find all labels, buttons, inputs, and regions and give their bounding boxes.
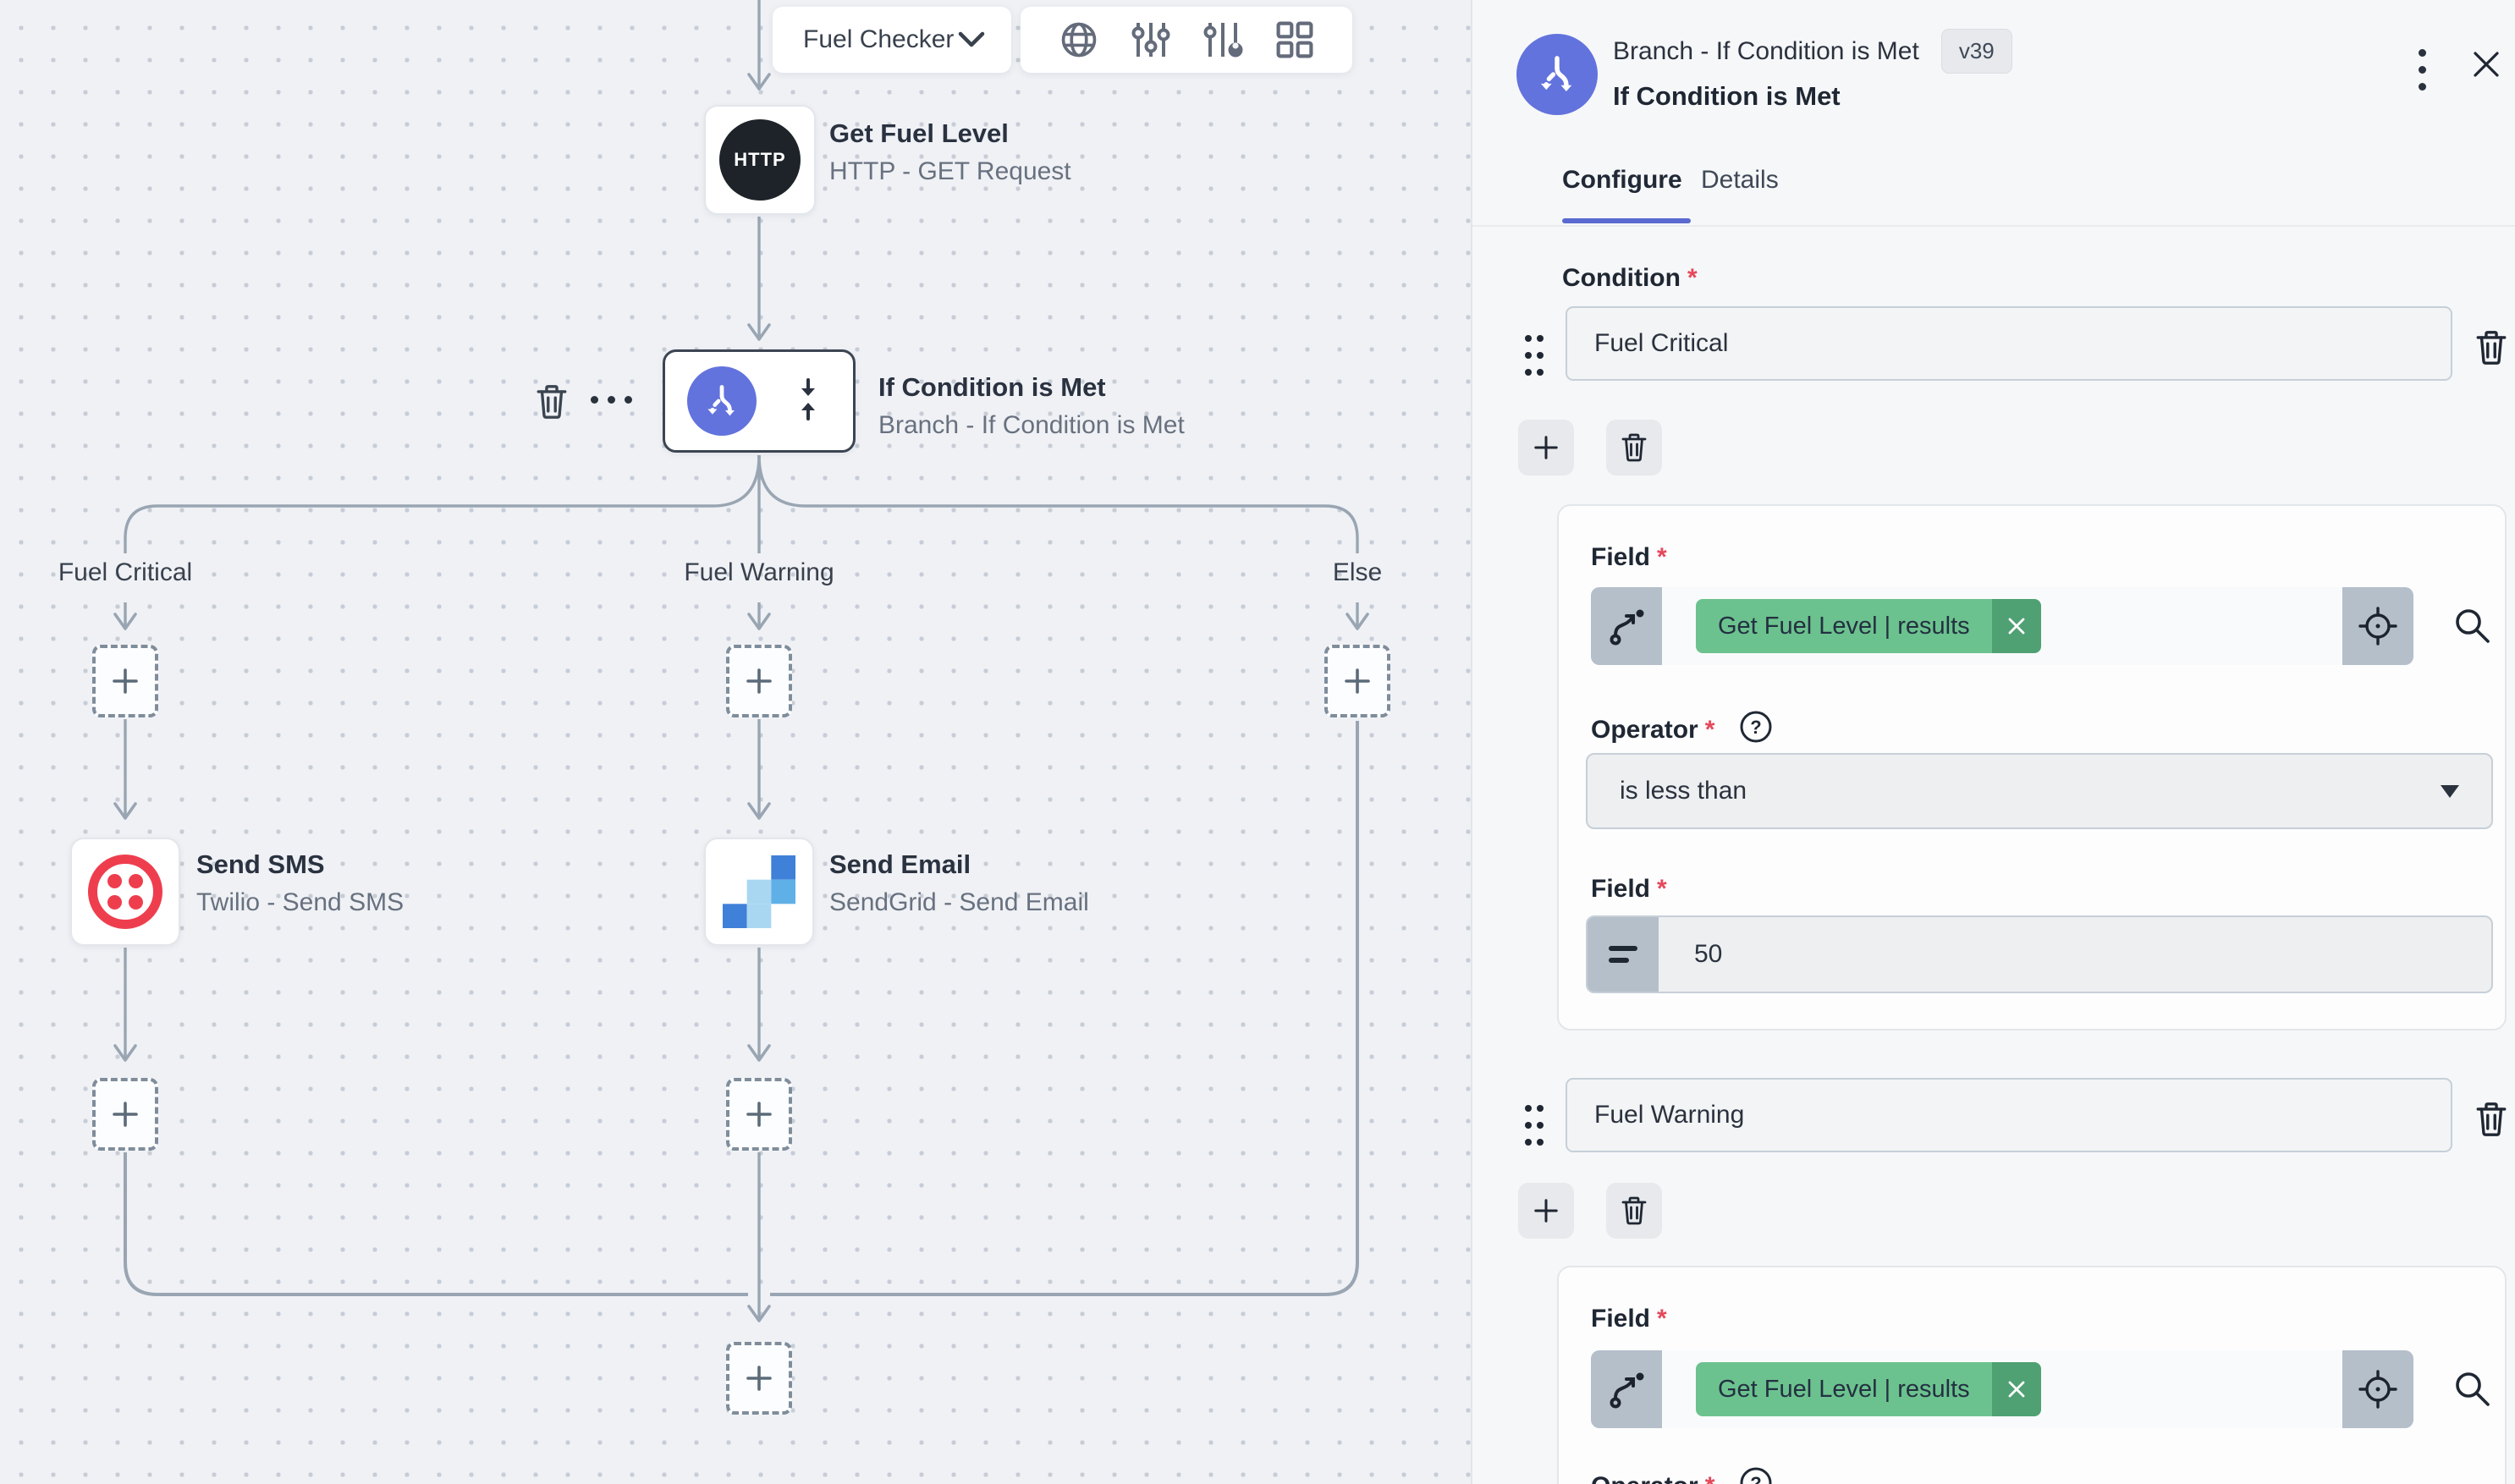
field-mapping-input[interactable]: Get Fuel Level | results bbox=[1591, 1350, 2413, 1428]
remove-tag-icon[interactable] bbox=[1991, 599, 2041, 653]
condition-name-input[interactable]: Fuel Critical bbox=[1566, 306, 2452, 381]
config-panel: Branch - If Condition is Met v39 If Cond… bbox=[1471, 0, 2515, 1484]
target-picker-button[interactable] bbox=[2342, 1350, 2413, 1428]
condition-label: Condition* bbox=[1562, 264, 1698, 292]
operator-select[interactable]: is less than bbox=[1586, 753, 2493, 829]
mapped-value-area[interactable]: Get Fuel Level | results bbox=[1662, 587, 2342, 665]
branch-icon bbox=[687, 366, 757, 436]
search-icon[interactable] bbox=[2452, 606, 2491, 649]
node-get-fuel-level[interactable]: HTTP bbox=[704, 105, 816, 215]
node-subtitle: Branch - If Condition is Met bbox=[878, 411, 1185, 439]
panel-subtitle: If Condition is Met bbox=[1613, 81, 1841, 111]
help-icon[interactable]: ? bbox=[1738, 709, 1774, 751]
field-label: Field* bbox=[1591, 543, 1667, 571]
delete-rule-button[interactable] bbox=[1606, 1183, 1662, 1239]
collapse-branches-icon[interactable] bbox=[795, 377, 821, 425]
mapped-value-area[interactable]: Get Fuel Level | results bbox=[1662, 1350, 2342, 1428]
drag-handle-icon[interactable] bbox=[1523, 1102, 1545, 1153]
operator-label: Operator* ? bbox=[1591, 709, 1774, 751]
add-rule-button[interactable] bbox=[1518, 1183, 1574, 1239]
field-label: Field* bbox=[1591, 1305, 1667, 1333]
chevron-down-icon bbox=[958, 31, 985, 47]
static-value-mode-button[interactable] bbox=[1588, 917, 1659, 992]
sliders-user-icon[interactable] bbox=[1202, 19, 1243, 60]
panel-more-options-icon[interactable] bbox=[2413, 44, 2431, 96]
branch-path-label-warning: Fuel Warning bbox=[684, 558, 834, 586]
connector-lines bbox=[113, 0, 1369, 1322]
node-subtitle: HTTP - GET Request bbox=[829, 157, 1071, 185]
add-step-button[interactable] bbox=[92, 1078, 158, 1151]
twilio-icon bbox=[88, 855, 162, 929]
node-send-email[interactable] bbox=[704, 838, 814, 946]
workflow-canvas[interactable]: Fuel Checker bbox=[0, 0, 1472, 1484]
node-subtitle: SendGrid - Send Email bbox=[829, 888, 1089, 916]
field-mapping-input[interactable]: Get Fuel Level | results bbox=[1591, 587, 2413, 665]
branch-path-label-else: Else bbox=[1332, 558, 1383, 586]
delete-node-icon[interactable] bbox=[533, 382, 570, 426]
close-panel-icon[interactable] bbox=[2469, 47, 2503, 85]
active-tab-indicator bbox=[1562, 218, 1691, 223]
field-label: Field* bbox=[1591, 875, 1667, 903]
remove-tag-icon[interactable] bbox=[1991, 1362, 2041, 1416]
search-icon[interactable] bbox=[2452, 1369, 2491, 1412]
add-step-button[interactable] bbox=[726, 645, 792, 717]
add-step-button[interactable] bbox=[726, 1078, 792, 1151]
sendgrid-icon bbox=[723, 855, 795, 928]
node-title: If Condition is Met bbox=[878, 372, 1106, 402]
mapping-mode-button[interactable] bbox=[1591, 587, 1662, 665]
workflow-name: Fuel Checker bbox=[803, 25, 955, 53]
canvas-toolbar bbox=[1021, 7, 1352, 73]
node-branch-if-condition[interactable] bbox=[663, 349, 856, 453]
sliders-icon[interactable] bbox=[1131, 19, 1171, 60]
tab-configure[interactable]: Configure bbox=[1562, 166, 1682, 194]
comparison-value-input[interactable]: 50 bbox=[1586, 915, 2493, 993]
add-rule-button[interactable] bbox=[1518, 420, 1574, 475]
add-step-button[interactable] bbox=[726, 1342, 792, 1415]
caret-down-icon bbox=[2441, 784, 2459, 798]
delete-condition-icon[interactable] bbox=[2473, 1100, 2510, 1143]
node-more-options-icon[interactable] bbox=[591, 396, 632, 404]
node-title: Send SMS bbox=[196, 849, 325, 879]
node-send-sms[interactable] bbox=[70, 838, 180, 946]
branch-path-label-critical: Fuel Critical bbox=[58, 558, 193, 586]
tab-divider bbox=[1472, 225, 2515, 227]
panel-title: Branch - If Condition is Met bbox=[1613, 36, 1919, 65]
delete-rule-button[interactable] bbox=[1606, 420, 1662, 475]
mapped-field-tag: Get Fuel Level | results bbox=[1696, 599, 2041, 653]
mapped-field-tag: Get Fuel Level | results bbox=[1696, 1362, 2041, 1416]
version-badge: v39 bbox=[1940, 29, 2012, 74]
globe-icon[interactable] bbox=[1059, 19, 1099, 60]
svg-text:?: ? bbox=[1751, 717, 1762, 738]
operator-label: Operator* ? bbox=[1591, 1465, 1774, 1484]
drag-handle-icon[interactable] bbox=[1523, 332, 1545, 383]
add-step-button[interactable] bbox=[1324, 645, 1390, 717]
help-icon[interactable]: ? bbox=[1738, 1465, 1774, 1484]
tab-details[interactable]: Details bbox=[1701, 166, 1779, 194]
grid-icon[interactable] bbox=[1274, 19, 1315, 60]
delete-condition-icon[interactable] bbox=[2473, 328, 2510, 371]
add-step-button[interactable] bbox=[92, 645, 158, 717]
node-title: Get Fuel Level bbox=[829, 118, 1009, 148]
node-title: Send Email bbox=[829, 849, 971, 879]
target-picker-button[interactable] bbox=[2342, 587, 2413, 665]
mapping-mode-button[interactable] bbox=[1591, 1350, 1662, 1428]
node-subtitle: Twilio - Send SMS bbox=[196, 888, 404, 916]
workflow-selector[interactable]: Fuel Checker bbox=[773, 7, 1011, 73]
http-icon: HTTP bbox=[719, 119, 801, 201]
condition-name-input[interactable]: Fuel Warning bbox=[1566, 1078, 2452, 1152]
svg-text:?: ? bbox=[1751, 1473, 1762, 1484]
branch-icon bbox=[1516, 34, 1598, 115]
